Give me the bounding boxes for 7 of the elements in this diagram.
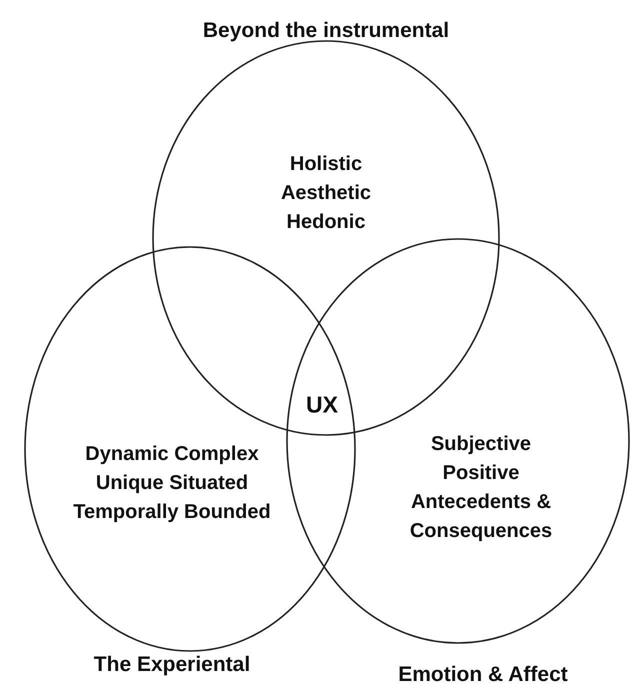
set-heading: Emotion & Affect [397, 662, 569, 688]
intersection-label: UX [306, 392, 338, 418]
trait-list: Holistic Aesthetic Hedonic [276, 150, 376, 237]
trait-list: Subjective Positive Antecedents & Consequences [396, 430, 566, 546]
set-heading: Beyond the instrumental [202, 18, 450, 44]
trait-list: Dynamic Complex Unique Situated Temporally Bounded [52, 440, 292, 527]
set-heading: The Experiental [92, 652, 252, 678]
